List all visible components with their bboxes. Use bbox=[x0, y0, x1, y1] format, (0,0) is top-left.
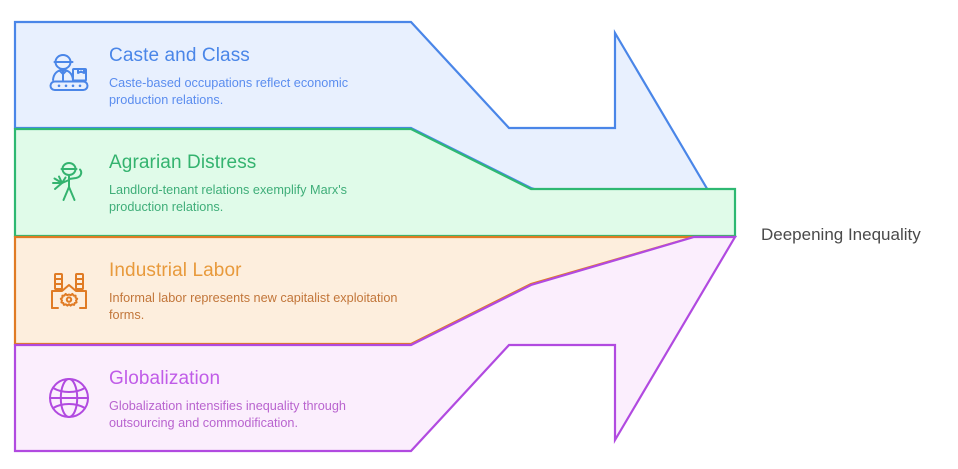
band-text-agrarian-distress: Agrarian Distress Landlord-tenant relati… bbox=[109, 149, 409, 216]
band-row-industrial-labor[interactable]: Industrial Labor Informal labor represen… bbox=[15, 237, 415, 344]
band-text-industrial-labor: Industrial Labor Informal labor represen… bbox=[109, 257, 409, 324]
band-description: Informal labor represents new capitalist… bbox=[109, 291, 398, 322]
band-title: Agrarian Distress bbox=[109, 152, 257, 173]
band-description: Landlord-tenant relations exemplify Marx… bbox=[109, 183, 347, 214]
outcome-label: Deepening Inequality bbox=[761, 225, 921, 244]
band-title: Industrial Labor bbox=[109, 260, 242, 281]
band-title: Caste and Class bbox=[109, 44, 250, 66]
globe-icon bbox=[37, 366, 101, 430]
band-description: Globalization intensifies inequality thr… bbox=[109, 398, 346, 430]
band-description: Caste-based occupations reflect economic… bbox=[109, 75, 349, 107]
factory-worker-conveyor-icon bbox=[37, 43, 101, 107]
band-text-globalization: Globalization Globalization intensifies … bbox=[109, 365, 409, 432]
band-row-agrarian-distress[interactable]: Agrarian Distress Landlord-tenant relati… bbox=[15, 129, 415, 236]
band-shape-globalization bbox=[13, 235, 737, 453]
band-row-caste-and-class[interactable]: Caste and Class Caste-based occupations … bbox=[15, 22, 415, 128]
farmer-icon bbox=[37, 151, 101, 215]
factory-gear-icon bbox=[37, 259, 101, 323]
band-title: Globalization bbox=[109, 367, 221, 389]
band-text-caste-and-class: Caste and Class Caste-based occupations … bbox=[109, 42, 409, 109]
band-row-globalization[interactable]: Globalization Globalization intensifies … bbox=[15, 345, 415, 451]
